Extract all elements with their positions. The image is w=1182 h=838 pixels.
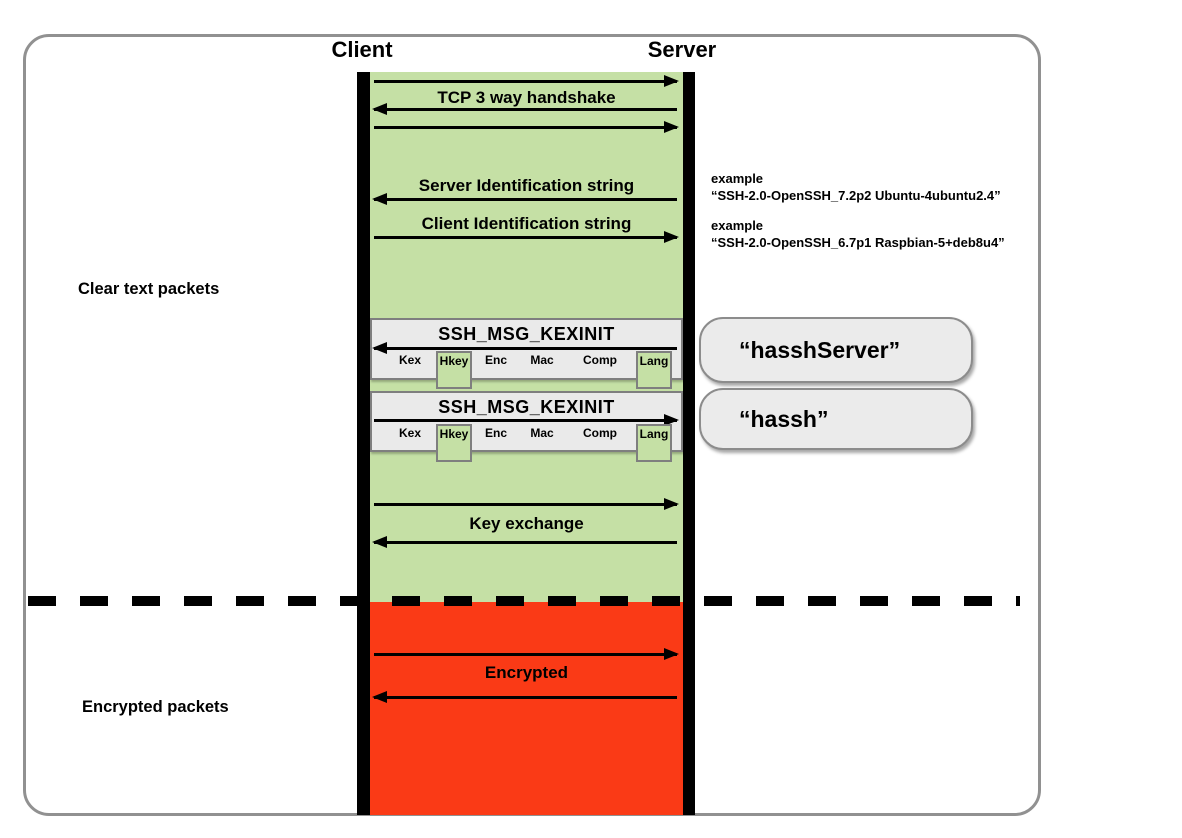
- hassh-tag-box: “hassh”: [699, 388, 973, 450]
- client-lifeline-bar: [357, 72, 370, 815]
- kexinit-client-field-lang: Lang: [639, 427, 669, 441]
- kexinit-client-field-comp: Comp: [583, 426, 617, 440]
- kexinit-server-arrow: [372, 342, 677, 354]
- kexinit-server-field-enc: Enc: [484, 353, 507, 367]
- client-lifeline-label: Client: [331, 37, 393, 62]
- kexinit-server-title: SSH_MSG_KEXINIT: [438, 324, 615, 344]
- kexinit-client-field-lang-highlight: Lang: [636, 424, 672, 462]
- kexinit-client-field-kex: Kex: [398, 426, 421, 440]
- cleartext-section-label: Clear text packets: [78, 280, 220, 298]
- hasshserver-tag-box: “hasshServer”: [699, 317, 973, 383]
- encrypted-traffic-label: Encrypted: [484, 663, 569, 682]
- kexinit-server-field-hkey-highlight: Hkey: [436, 351, 472, 389]
- kexinit-server-field-comp: Comp: [583, 353, 617, 367]
- client-id-arrow: [374, 231, 679, 243]
- tcp-ack-arrow: [374, 121, 679, 133]
- kexinit-server-field-kex: Kex: [398, 353, 421, 367]
- kexinit-client-field-enc: Enc: [484, 426, 507, 440]
- key-exchange-reply-arrow: [372, 536, 677, 548]
- encryption-boundary-dashed-line: [28, 596, 1020, 606]
- encrypted-section-label: Encrypted packets: [82, 698, 229, 716]
- kexinit-server-field-mac: Mac: [530, 353, 554, 367]
- encrypted-request-arrow: [374, 648, 679, 660]
- server-id-example-caption: example: [711, 171, 764, 186]
- kexinit-server-field-lang: Lang: [639, 354, 669, 368]
- tcp-synack-arrow: [372, 103, 677, 115]
- encrypted-region: [370, 602, 683, 815]
- client-id-label: Client Identification string: [421, 214, 632, 233]
- server-lifeline-label: Server: [647, 37, 717, 62]
- encrypted-reply-arrow: [372, 691, 677, 703]
- kexinit-server-field-hkey: Hkey: [439, 354, 469, 368]
- client-id-example-caption: example: [711, 218, 764, 233]
- kexinit-client-arrow: [374, 414, 679, 426]
- kexinit-client-field-mac: Mac: [530, 426, 554, 440]
- client-id-example-value: “SSH-2.0-OpenSSH_6.7p1 Raspbian-5+deb8u4…: [711, 235, 1005, 250]
- hassh-tag-label: “hassh”: [739, 405, 829, 432]
- kexinit-client-field-hkey: Hkey: [439, 427, 469, 441]
- server-id-arrow: [372, 193, 677, 205]
- key-exchange-request-arrow: [374, 498, 679, 510]
- tcp-handshake-label: TCP 3 way handshake: [437, 88, 616, 107]
- server-id-example-value: “SSH-2.0-OpenSSH_7.2p2 Ubuntu-4ubuntu2.4…: [711, 188, 1001, 203]
- kexinit-server-field-lang-highlight: Lang: [636, 351, 672, 389]
- tcp-syn-arrow: [374, 75, 679, 87]
- server-id-label: Server Identification string: [418, 176, 635, 195]
- key-exchange-label: Key exchange: [469, 514, 584, 533]
- server-lifeline-bar: [683, 72, 695, 815]
- kexinit-client-title: SSH_MSG_KEXINIT: [438, 397, 615, 417]
- kexinit-client-field-hkey-highlight: Hkey: [436, 424, 472, 462]
- hasshserver-tag-label: “hasshServer”: [739, 336, 901, 363]
